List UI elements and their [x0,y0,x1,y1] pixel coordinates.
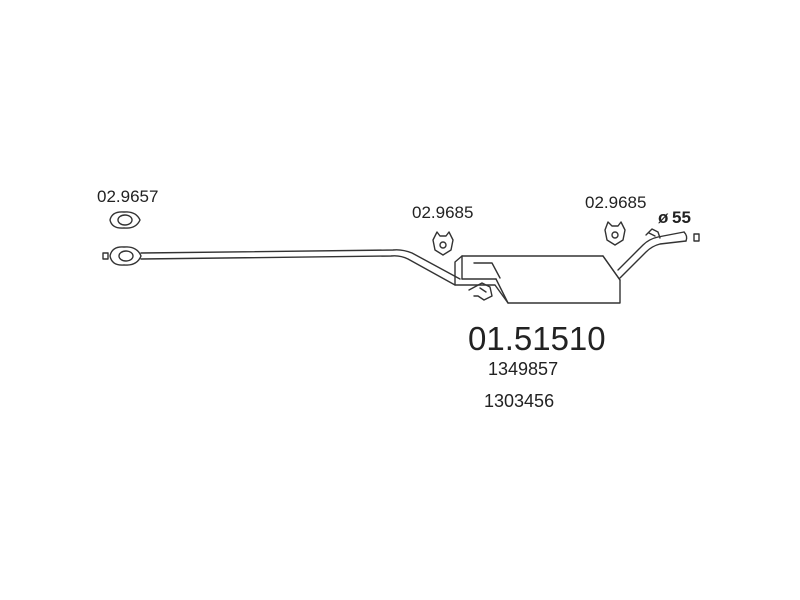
muffler-bracket [468,282,493,301]
pipe-flange-icon [109,246,142,266]
hanger-2-icon [604,221,626,246]
gasket-icon [109,211,141,229]
ref-label-gasket: 02.9657 [97,187,158,206]
diameter-symbol: ø [658,208,669,227]
ref-label-hanger-1: 02.9685 [412,203,473,222]
oem-number-1: 1349857 [488,359,558,379]
muffler-box [454,255,621,304]
oem-number-2: 1303456 [484,391,554,411]
tail-bracket [645,228,661,239]
pipe-inlet-end [102,252,109,260]
pipe-outlet-end [693,233,700,242]
front-pipe [140,249,461,286]
ref-label-hanger-2: 02.9685 [585,193,646,212]
hanger-1-icon [432,231,454,256]
diameter-label: ø 55 [658,208,691,227]
diameter-value: 55 [672,208,691,227]
tail-pipe [617,231,688,279]
part-number: 01.51510 [468,320,606,357]
